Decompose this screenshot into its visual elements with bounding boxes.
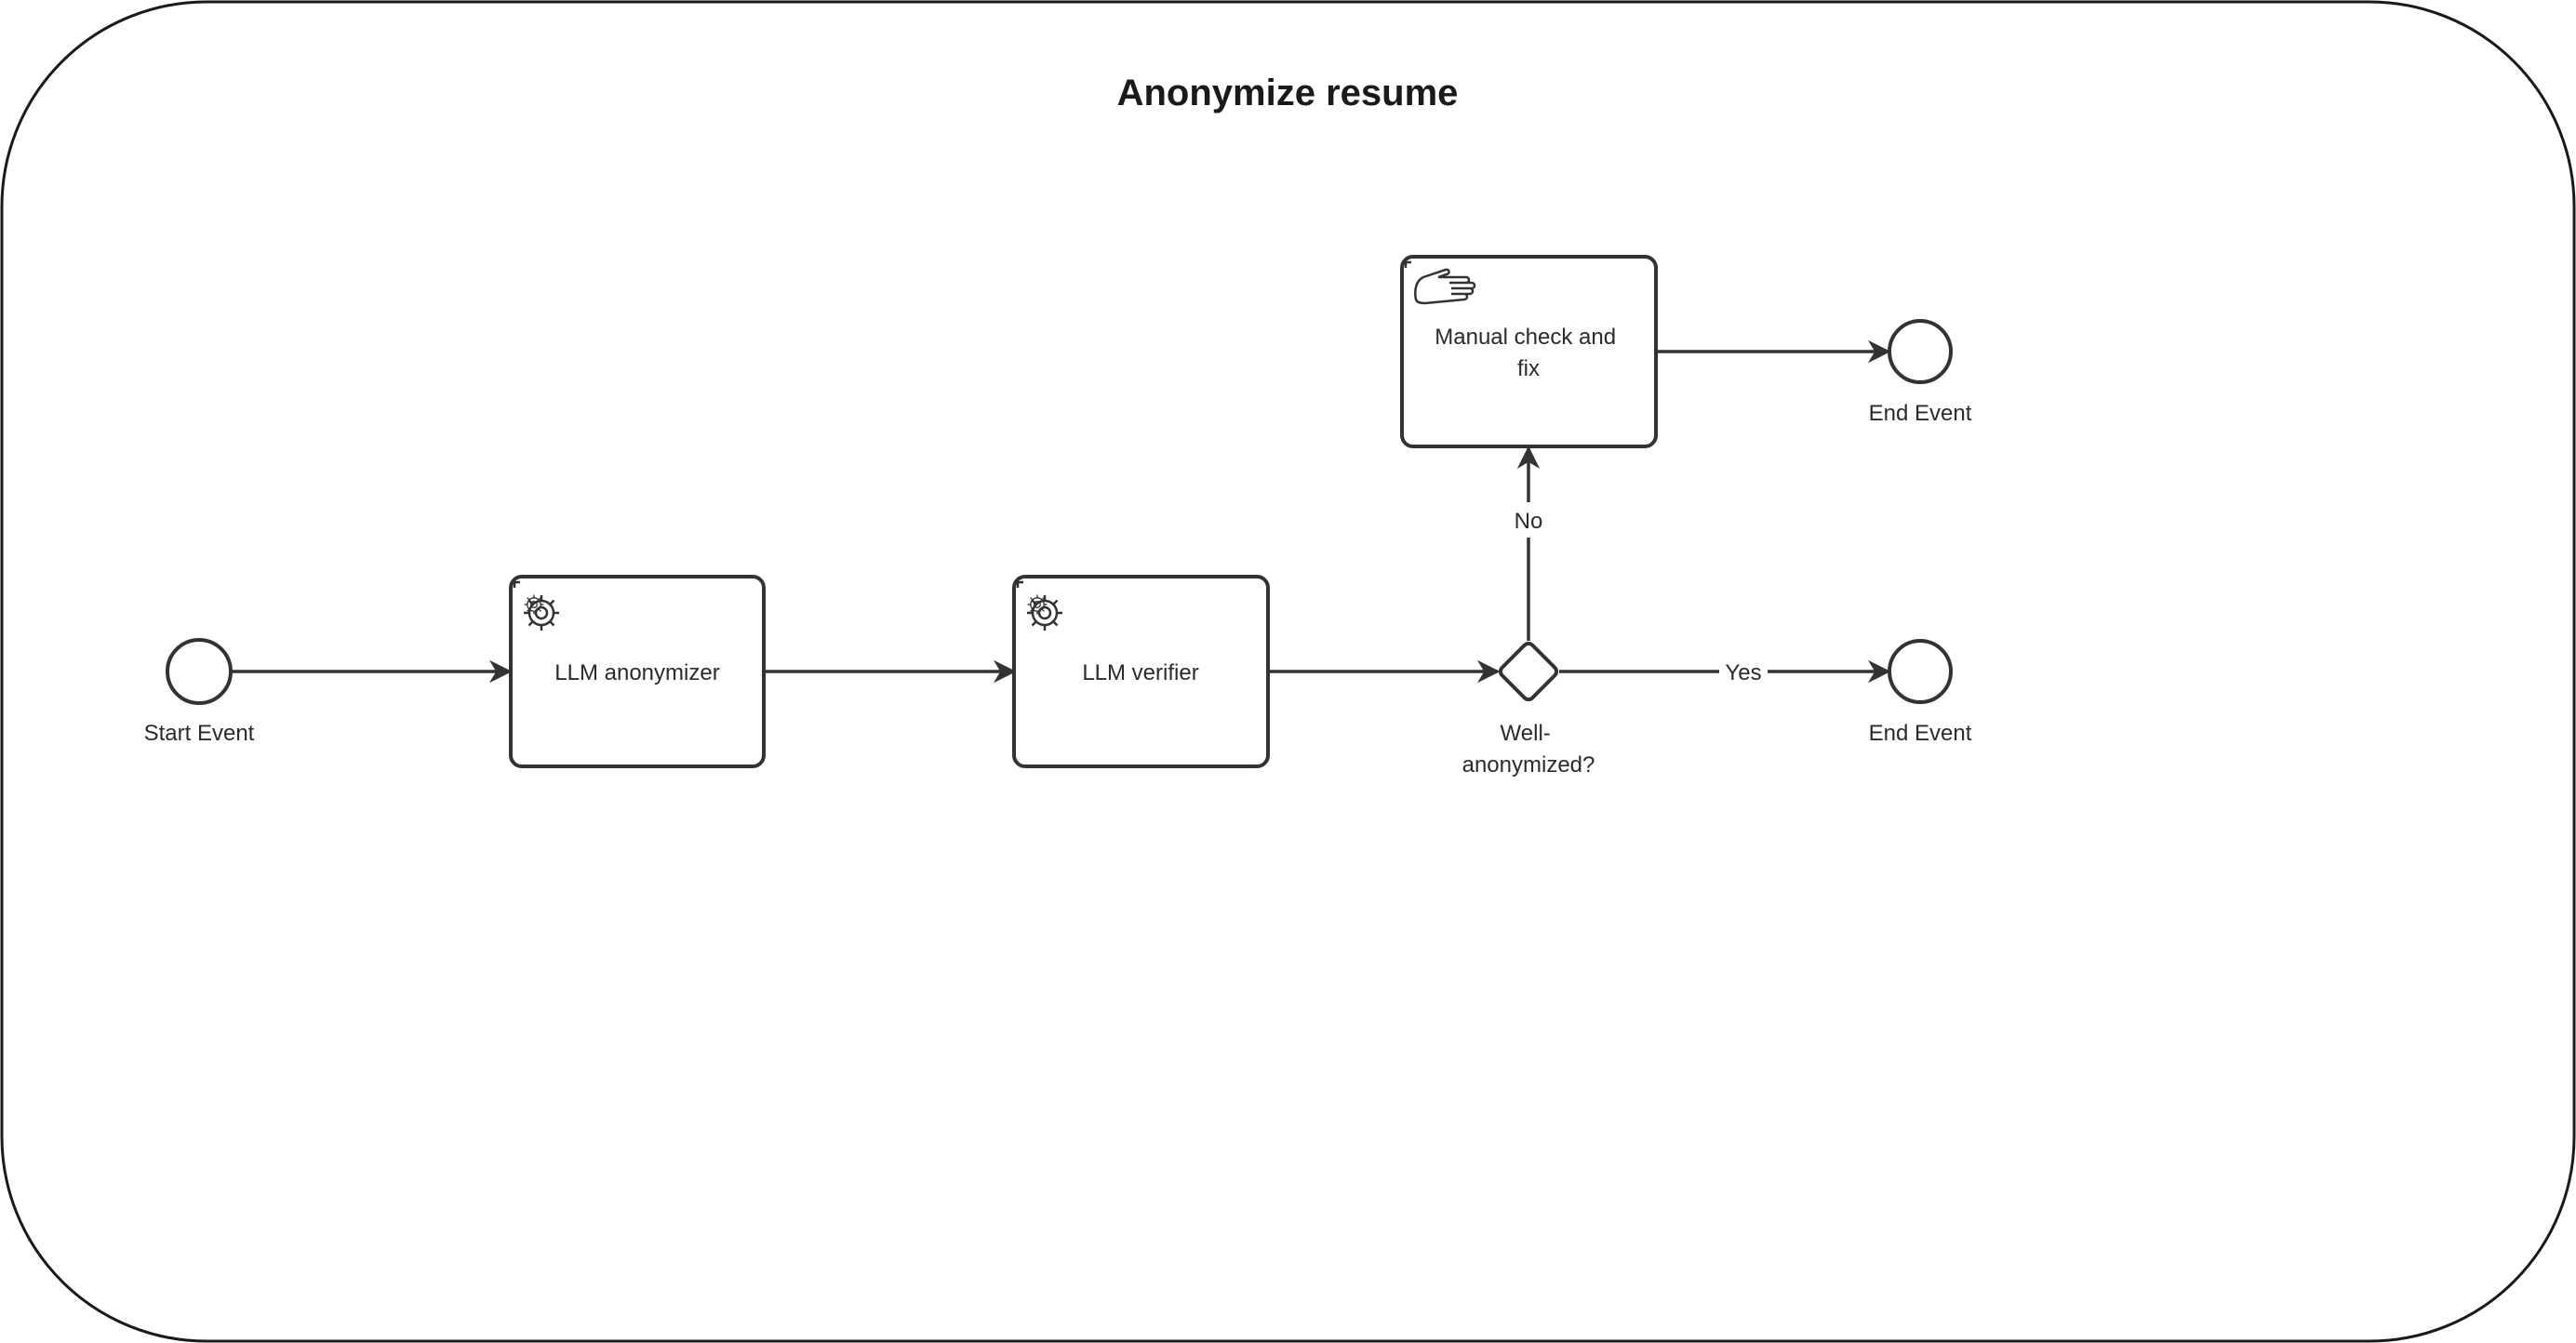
gateway-well-anonymized[interactable]: [1498, 641, 1559, 702]
task-label: LLM anonymizer: [554, 660, 719, 685]
end-event-label: End Event: [1869, 721, 1972, 746]
edge-label-no: No: [1515, 509, 1543, 534]
gateway-label: Well- anonymized?: [1462, 721, 1595, 778]
end-event[interactable]: [1888, 639, 1953, 704]
start-event[interactable]: [166, 638, 233, 705]
diagram-title: Anonymize resume: [1117, 73, 1459, 113]
end-event-label: End Event: [1869, 401, 1972, 426]
task-label: Manual check and fix: [1435, 325, 1622, 381]
start-event-label: Start Event: [144, 721, 255, 746]
task-llm-verifier[interactable]: LLM verifier: [1012, 575, 1270, 768]
edge-label-yes: Yes: [1725, 660, 1761, 685]
task-manual-check[interactable]: Manual check and fix: [1400, 255, 1658, 448]
task-label: LLM verifier: [1082, 660, 1198, 685]
task-llm-anonymizer[interactable]: LLM anonymizer: [509, 575, 766, 768]
hand-icon: [1414, 268, 1476, 305]
end-event[interactable]: [1888, 319, 1953, 384]
